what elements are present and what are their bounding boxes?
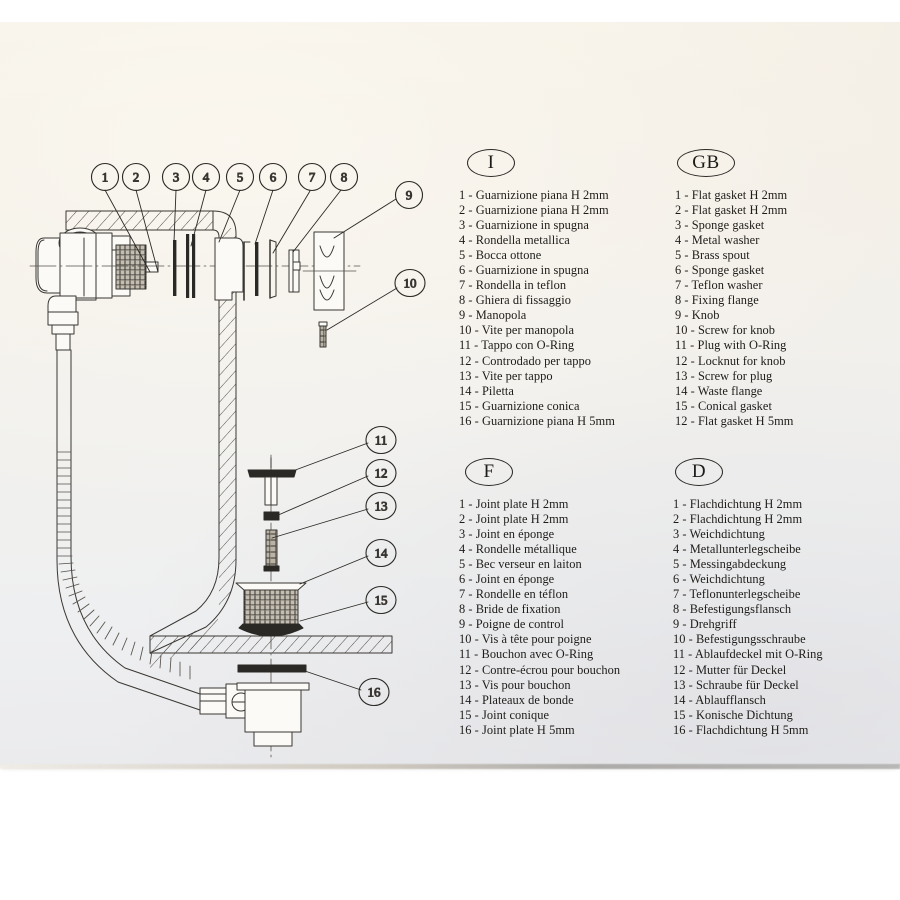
- language-column-english: GB 1 - Flat gasket H 2mm 2 - Flat gasket…: [669, 149, 793, 429]
- list-item: 7 - Teflon washer: [675, 278, 763, 293]
- list-item: 15 - Guarnizione conica: [459, 398, 580, 413]
- list-item: 8 - Bride de fixation: [459, 602, 561, 617]
- list-item: 3 - Weichdichtung: [673, 527, 765, 542]
- list-item: 12 - Mutter für Deckel: [673, 662, 787, 677]
- list-item: 1 - Guarnizione piana H 2mm: [459, 188, 609, 202]
- language-column-french: F 1 - Joint plate H 2mm 2 - Joint plate …: [459, 458, 620, 738]
- list-item: 12 - Controdado per tappo: [459, 353, 592, 368]
- list-item: 4 - Metal washer: [675, 233, 760, 248]
- list-item: 10 - Screw for knob: [675, 323, 776, 338]
- list-item: 4 - Metallunterlegscheibe: [673, 542, 801, 557]
- list-item: 3 - Guarnizione in spugna: [459, 218, 589, 233]
- list-item: 11 - Ablaufdeckel mit O-Ring: [673, 647, 823, 662]
- list-item: 2 - Flat gasket H 2mm: [675, 203, 788, 218]
- list-item: 13 - Vis pour bouchon: [459, 677, 571, 692]
- list-item: 2 - Guarnizione piana H 2mm: [459, 203, 609, 218]
- list-item: 4 - Rondelle métallique: [459, 542, 577, 557]
- list-item: 15 - Joint conique: [459, 707, 550, 722]
- list-item: 10 - Vis à tête pour poigne: [459, 632, 592, 647]
- list-item: 12 - Contre-écrou pour bouchon: [459, 662, 621, 677]
- list-item: 1 - Joint plate H 2mm: [459, 497, 569, 511]
- list-item: 14 - Ablaufflansch: [673, 692, 766, 707]
- list-item: 8 - Befestigungsflansch: [673, 602, 792, 617]
- list-item: 5 - Brass spout: [675, 248, 750, 263]
- language-badge-english: GB: [677, 149, 735, 177]
- list-item: 10 - Vite per manopola: [459, 323, 575, 338]
- list-item: 6 - Joint en éponge: [459, 572, 555, 587]
- list-item: 9 - Drehgriff: [673, 617, 737, 632]
- list-item: 9 - Manopola: [459, 308, 527, 323]
- list-item: 5 - Bocca ottone: [459, 248, 542, 263]
- list-item: 5 - Messingabdeckung: [673, 557, 787, 572]
- list-item: 1 - Flachdichtung H 2mm: [673, 497, 803, 511]
- parts-list-italian: 1 - Guarnizione piana H 2mm 2 - Guarnizi…: [459, 188, 615, 429]
- list-item: 16 - Guarnizione piana H 5mm: [459, 413, 615, 428]
- list-item: 9 - Poigne de control: [459, 617, 564, 632]
- list-item: 12 - Flat gasket H 5mm: [675, 413, 794, 428]
- language-badge-german: D: [675, 458, 723, 486]
- list-item: 6 - Guarnizione in spugna: [459, 263, 589, 278]
- list-item: 7 - Rondelle en téflon: [459, 587, 569, 602]
- language-column-german: D 1 - Flachdichtung H 2mm 2 - Flachdicht…: [669, 458, 823, 738]
- parts-list-french: 1 - Joint plate H 2mm 2 - Joint plate H …: [459, 497, 620, 738]
- list-item: 1 - Flat gasket H 2mm: [675, 188, 788, 202]
- list-item: 3 - Joint en éponge: [459, 527, 555, 542]
- list-item: 15 - Conical gasket: [675, 398, 772, 413]
- list-item: 6 - Weichdichtung: [673, 572, 765, 587]
- list-item: 2 - Joint plate H 2mm: [459, 512, 569, 527]
- list-item: 13 - Schraube für Deckel: [673, 677, 799, 692]
- paper-edge-shadow: [0, 764, 900, 769]
- list-item: 8 - Fixing flange: [675, 293, 759, 308]
- list-item: 13 - Vite per tappo: [459, 368, 553, 383]
- list-item: 11 - Bouchon avec O-Ring: [459, 647, 594, 662]
- list-item: 10 - Befestigungsschraube: [673, 632, 806, 647]
- list-item: 13 - Screw for plug: [675, 368, 773, 383]
- list-item: 2 - Flachdichtung H 2mm: [673, 512, 803, 527]
- list-item: 7 - Teflonunterlegscheibe: [673, 587, 801, 602]
- list-item: 15 - Konische Dichtung: [673, 707, 793, 722]
- list-item: 14 - Plateaux de bonde: [459, 692, 574, 707]
- parts-list-german: 1 - Flachdichtung H 2mm 2 - Flachdichtun…: [669, 497, 823, 738]
- parts-list-english: 1 - Flat gasket H 2mm 2 - Flat gasket H …: [669, 188, 793, 429]
- list-item: 6 - Sponge gasket: [675, 263, 765, 278]
- list-item: 9 - Knob: [675, 308, 720, 323]
- list-item: 5 - Bec verseur en laiton: [459, 557, 582, 572]
- list-item: 4 - Rondella metallica: [459, 233, 570, 248]
- list-item: 14 - Waste flange: [675, 383, 763, 398]
- list-item: 3 - Sponge gasket: [675, 218, 765, 233]
- language-column-italian: I 1 - Guarnizione piana H 2mm 2 - Guarni…: [459, 149, 615, 429]
- list-item: 14 - Piletta: [459, 383, 514, 398]
- language-badge-french: F: [465, 458, 513, 486]
- list-item: 16 - Joint plate H 5mm: [459, 722, 575, 737]
- list-item: 16 - Flachdichtung H 5mm: [673, 722, 809, 737]
- list-item: 11 - Plug with O-Ring: [675, 338, 787, 353]
- list-item: 8 - Ghiera di fissaggio: [459, 293, 571, 308]
- list-item: 7 - Rondella in teflon: [459, 278, 567, 293]
- list-item: 12 - Locknut for knob: [675, 353, 786, 368]
- list-item: 11 - Tappo con O-Ring: [459, 338, 575, 353]
- language-badge-italian: I: [467, 149, 515, 177]
